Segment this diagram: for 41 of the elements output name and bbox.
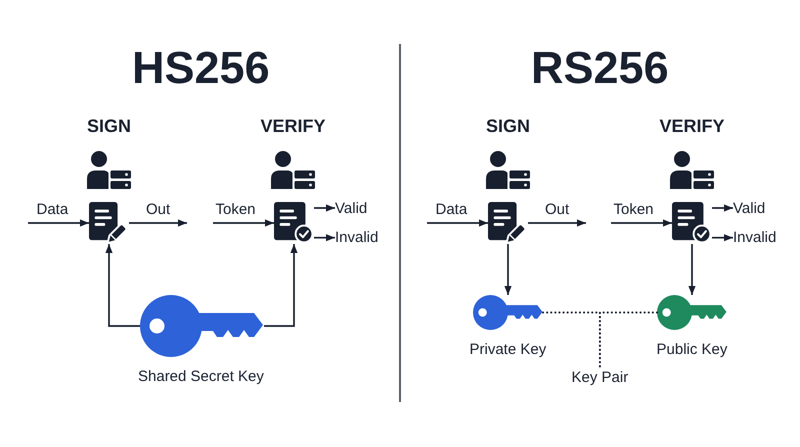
arrow [314,204,335,212]
arrow [712,234,733,242]
key-icon [657,295,727,330]
section-heading: RS256 [531,42,669,94]
result-text: Invalid [335,229,378,246]
arrow [105,244,140,327]
arrow [213,219,274,227]
arrow [129,219,187,227]
arrow [611,219,672,227]
step-heading: SIGN [486,116,530,137]
arrow [264,244,298,327]
key-caption: Private Key [470,341,546,358]
key-caption: Public Key [656,341,728,358]
arrow [528,219,586,227]
step-heading: VERIFY [660,116,725,137]
edge-label: Out [545,201,570,218]
result-text: Valid [335,200,368,217]
dotted-line [598,312,658,370]
result-text: Invalid [733,229,776,246]
edge-label: Data [436,201,468,218]
edge-label: Token [614,201,654,218]
dotted-line [542,312,601,370]
arrow [712,204,733,212]
key-icon [473,295,543,330]
key-pair-text: Key Pair [572,369,628,386]
key-caption: Shared Secret Key [138,368,264,386]
section-heading: HS256 [132,42,270,94]
document-check-icon [274,202,314,244]
key-icon [140,295,264,357]
arrow [688,244,696,295]
step-heading: VERIFY [260,116,326,137]
arrow [504,244,512,295]
arrow [314,234,335,242]
result-text: Valid [733,200,766,217]
arrow [427,219,488,227]
step-heading: SIGN [87,116,132,137]
document-check-icon [672,202,712,244]
arrow [28,219,89,227]
edge-label: Data [36,201,68,218]
edge-label: Out [146,201,170,218]
edge-label: Token [216,201,256,218]
